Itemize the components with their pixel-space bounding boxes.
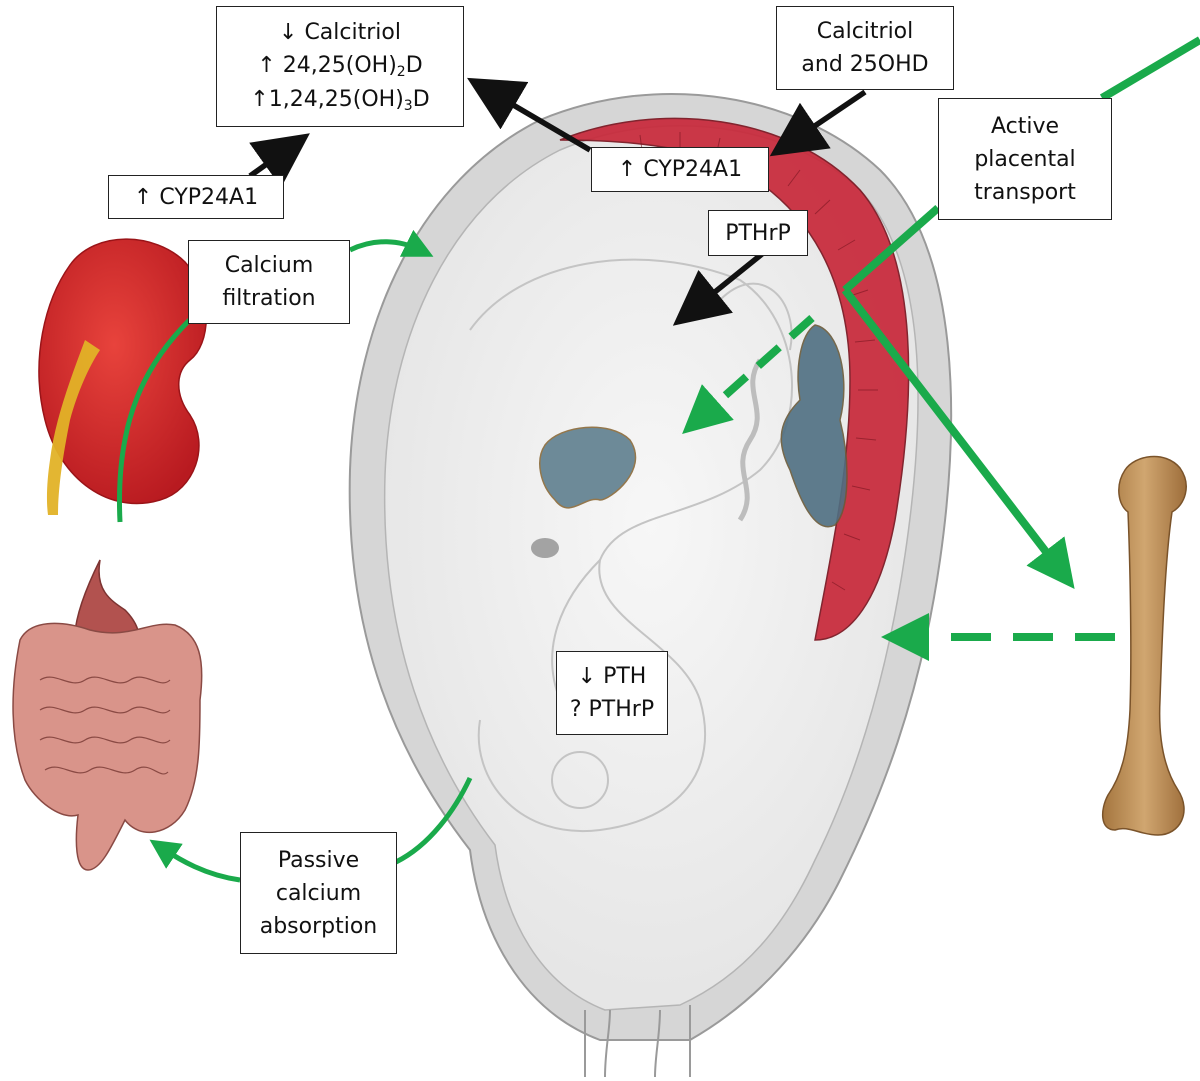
fetal-organ-left [539, 426, 637, 509]
green-passive-arrow [149, 839, 241, 883]
kidney-illustration [38, 238, 207, 515]
calcitriol-25ohd-box: Calcitriol and 25OHD [776, 6, 954, 90]
uterus-fetus-illustration [348, 92, 953, 1078]
green-passive-curve [394, 776, 473, 865]
green-active-line-mid [842, 204, 941, 294]
green-kidney-curve [116, 308, 202, 523]
green-filtration-arrow [348, 229, 434, 257]
arrow-25ohd-to-placenta [769, 89, 867, 157]
green-active-line-top [1099, 36, 1200, 102]
calcitriol-metabolites-box: ↓ Calcitriol ↑ 24,25(OH)2D ↑1,24,25(OH)3… [216, 6, 464, 127]
calcitriol-line1: ↓ Calcitriol [279, 20, 401, 45]
passive-calcium-absorption-box: Passive calcium absorption [240, 832, 397, 954]
green-dashed-to-fetus [682, 315, 815, 434]
calcitriol-line3: ↑1,24,25(OH)3D [250, 87, 430, 114]
cyp24a1-placenta-box: ↑ CYP24A1 [591, 147, 769, 192]
cyp24a1-kidney-box: ↑ CYP24A1 [108, 175, 284, 219]
ureter [46, 340, 100, 515]
arrow-cyp24a1-to-calcitriol [248, 133, 310, 188]
green-active-to-bone [841, 287, 1075, 590]
bone-illustration [1101, 455, 1187, 836]
intestine-illustration [12, 559, 203, 871]
active-placental-transport-box: Active placental transport [938, 98, 1112, 220]
pthrp-box: PTHrP [708, 210, 808, 256]
arrow-placenta-to-calcitriol [467, 77, 592, 153]
arrow-pthrp-to-fetus [672, 251, 764, 326]
cervix [584, 1005, 691, 1078]
calcium-filtration-box: Calcium filtration [188, 240, 350, 324]
calcitriol-line2: ↑ 24,25(OH)2D [257, 53, 423, 80]
green-arrows [116, 36, 1200, 883]
black-arrows [248, 77, 867, 326]
pth-pthrp-box: ↓ PTH ? PTHrP [556, 651, 668, 735]
fetal-organ-right [780, 324, 848, 528]
